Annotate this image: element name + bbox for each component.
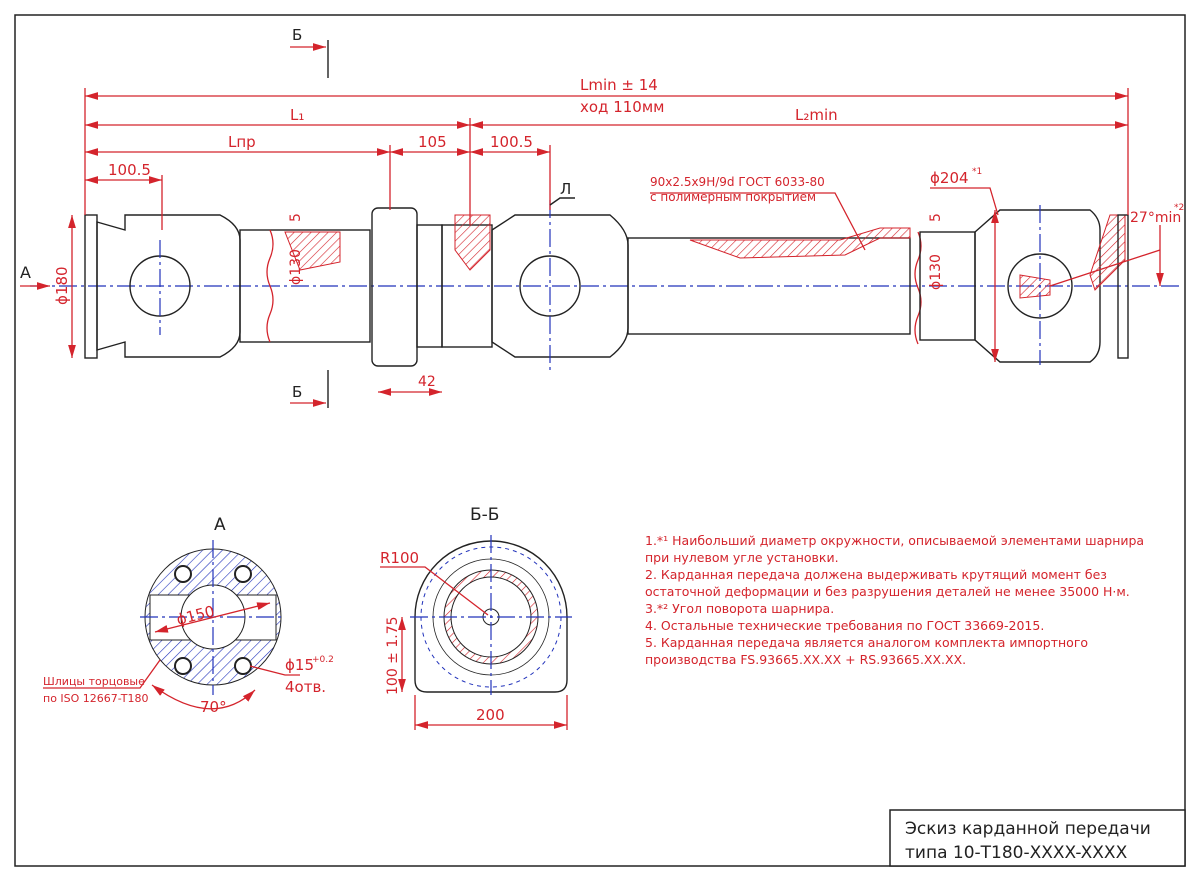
holes-count: 4отв.	[285, 678, 326, 696]
center-flange	[371, 207, 418, 367]
dim-angle: 27°min	[1130, 210, 1181, 226]
dim-d204-note: *1	[972, 167, 982, 177]
dim-d130-left: ϕ130	[288, 249, 304, 285]
main-view	[30, 200, 1180, 370]
note-line: 1.*¹ Наибольший диаметр окружности, опис…	[645, 533, 1144, 548]
note-line: остаточной деформации и без разрушения д…	[645, 584, 1130, 599]
title-line1: Эскиз карданной передачи	[905, 819, 1151, 839]
dim-d15-tol: +0.2	[312, 655, 334, 665]
dim-lmin: Lmin ± 14	[580, 76, 658, 94]
dim-l2min: L₂min	[795, 106, 838, 124]
splines-line1: Шлицы торцовые	[43, 675, 145, 688]
view-a-title: А	[214, 515, 226, 535]
dim-100-5-mid: 100.5	[490, 133, 533, 151]
dim-d130-right: ϕ130	[928, 254, 944, 290]
spline-spec-line2: с полимерным покрытием	[650, 190, 816, 204]
dim-42: 42	[418, 374, 436, 390]
title-line2: типа 10-Т180-XXXX-XXXX	[905, 843, 1128, 863]
note-line: 2. Карданная передача должена выдерживат…	[645, 567, 1107, 582]
spline-spec-line1: 90x2.5x9H/9d ГОСТ 6033-80	[650, 175, 825, 189]
mark-l: Л	[560, 180, 571, 198]
dim-lnp: Lпр	[228, 133, 256, 151]
dim-l1: L₁	[290, 106, 304, 124]
note-line: 3.*² Угол поворота шарнира.	[645, 601, 834, 616]
section-bb-title: Б-Б	[470, 505, 499, 525]
dim-5-left: 5	[288, 213, 304, 222]
dim-70: 70°	[200, 698, 227, 716]
note-line: производства FS.93665.XX.XX + RS.93665.X…	[645, 652, 966, 667]
dim-angle-note: *2	[1174, 203, 1184, 213]
dim-d204: ϕ204	[930, 169, 969, 187]
section-b-top: Б	[292, 26, 302, 44]
dim-d15: ϕ15	[285, 656, 314, 674]
section-bb: Б-Б R100 100 ± 1.75 200	[380, 505, 572, 730]
dim-5-right: 5	[928, 213, 944, 222]
title-block: Эскиз карданной передачи типа 10-Т180-XX…	[889, 809, 1186, 867]
note-line: 4. Остальные технические требования по Г…	[645, 618, 1044, 633]
dim-h100: 100 ± 1.75	[385, 616, 401, 695]
dim-stroke: ход 110мм	[580, 98, 664, 116]
note-line: 5. Карданная передача является аналогом …	[645, 635, 1088, 650]
splines-line2: по ISO 12667-T180	[43, 692, 148, 705]
dim-w200: 200	[476, 706, 505, 724]
dimensions: Lmin ± 14 ход 110мм L₁ L₂min Lпр 105 100…	[20, 26, 1184, 408]
view-a: А ϕ150 ϕ15 +0.2 4отв. 70° Шлицы торцовые…	[43, 515, 334, 716]
dim-100-5-left: 100.5	[108, 161, 151, 179]
technical-notes: 1.*¹ Наибольший диаметр окружности, опис…	[645, 533, 1144, 667]
dim-105: 105	[418, 133, 447, 151]
view-a-arrow-label: А	[20, 263, 31, 282]
sheet-frame	[14, 14, 1186, 867]
dim-r100: R100	[380, 549, 419, 567]
dim-d180: ϕ180	[53, 266, 71, 305]
section-b-bottom: Б	[292, 383, 302, 401]
note-line: при нулевом угле установки.	[645, 550, 839, 565]
